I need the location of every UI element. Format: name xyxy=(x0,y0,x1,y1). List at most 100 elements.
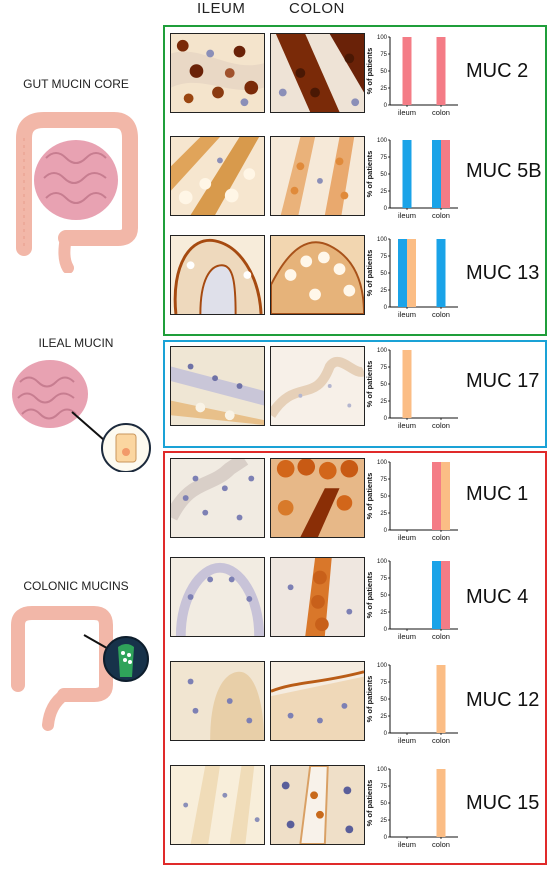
y-tick-label: 100 xyxy=(377,35,388,41)
ileum-column-header: ILEUM xyxy=(197,0,246,17)
y-tick-label: 50 xyxy=(380,271,387,277)
y-axis-label: % of patients xyxy=(365,361,374,408)
muc-label: MUC 5B xyxy=(466,160,542,182)
x-tick-label: colon xyxy=(432,108,450,117)
y-tick-label: 25 xyxy=(380,818,387,824)
micrograph-muc1-ileum xyxy=(170,458,265,538)
y-tick-label: 75 xyxy=(380,680,387,686)
section-label-core: GUT MUCIN CORE xyxy=(23,77,129,91)
bar xyxy=(436,239,446,307)
bar xyxy=(432,140,441,208)
section-label-ileal: ILEAL MUCIN xyxy=(38,336,114,350)
muc-label: MUC 1 xyxy=(466,483,529,505)
x-tick-label: colon xyxy=(432,310,450,319)
y-tick-label: 0 xyxy=(384,835,388,841)
y-tick-label: 25 xyxy=(380,714,387,720)
x-tick-label: colon xyxy=(432,840,450,849)
y-tick-label: 0 xyxy=(384,731,388,737)
x-tick-label: colon xyxy=(432,211,450,220)
x-tick-label: ileum xyxy=(398,211,416,220)
x-tick-label: colon xyxy=(432,533,450,542)
x-tick-label: ileum xyxy=(398,421,416,430)
bar xyxy=(441,140,450,208)
micrograph-muc13-ileum xyxy=(170,235,265,315)
bar xyxy=(407,239,416,307)
y-tick-label: 75 xyxy=(380,576,387,582)
x-tick-label: ileum xyxy=(398,632,416,641)
colonic-mucins-box xyxy=(163,451,547,865)
y-axis-label: % of patients xyxy=(365,48,374,95)
gut-mucin-core-box xyxy=(163,25,547,336)
bar xyxy=(402,350,412,418)
bar xyxy=(402,140,412,208)
y-tick-label: 100 xyxy=(377,559,388,565)
y-axis-label: % of patients xyxy=(365,572,374,619)
y-tick-label: 75 xyxy=(380,52,387,58)
y-tick-label: 100 xyxy=(377,138,388,144)
y-axis-label: % of patients xyxy=(365,473,374,520)
bar xyxy=(441,462,450,530)
x-tick-label: ileum xyxy=(398,310,416,319)
ileal-mucin-box xyxy=(163,340,547,448)
y-tick-label: 50 xyxy=(380,69,387,75)
y-tick-label: 75 xyxy=(380,155,387,161)
y-tick-label: 0 xyxy=(384,627,388,633)
y-tick-label: 100 xyxy=(377,663,388,669)
y-tick-label: 75 xyxy=(380,365,387,371)
y-axis-label: % of patients xyxy=(365,151,374,198)
ileum-illustration xyxy=(6,352,156,473)
muc-label: MUC 13 xyxy=(466,262,540,284)
bar xyxy=(436,769,446,837)
x-tick-label: ileum xyxy=(398,736,416,745)
muc-label: MUC 17 xyxy=(466,370,540,392)
micrograph-muc5b-ileum xyxy=(170,136,265,216)
y-tick-label: 0 xyxy=(384,305,388,311)
y-tick-label: 50 xyxy=(380,172,387,178)
x-tick-label: colon xyxy=(432,736,450,745)
section-label-colonic: COLONIC MUCINS xyxy=(23,579,129,593)
x-tick-label: ileum xyxy=(398,533,416,542)
bar xyxy=(398,239,407,307)
micrograph-muc1-colon xyxy=(270,458,365,538)
bar xyxy=(436,37,446,105)
colon-column-header: COLON xyxy=(289,0,345,17)
micrograph-muc15-colon xyxy=(270,765,365,845)
muc-label: MUC 15 xyxy=(466,792,540,814)
y-axis-label: % of patients xyxy=(365,676,374,723)
micrograph-muc12-colon xyxy=(270,661,365,741)
y-tick-label: 100 xyxy=(377,460,388,466)
chart-muc5b: % of patients 0 25 50 75 100 ileum colon xyxy=(365,136,460,226)
y-tick-label: 25 xyxy=(380,399,387,405)
y-tick-label: 0 xyxy=(384,206,388,212)
x-tick-label: colon xyxy=(432,421,450,430)
y-tick-label: 100 xyxy=(377,348,388,354)
bar xyxy=(402,37,412,105)
micrograph-muc2-colon xyxy=(270,33,365,113)
micrograph-muc15-ileum xyxy=(170,765,265,845)
bar xyxy=(432,462,441,530)
y-tick-label: 25 xyxy=(380,189,387,195)
y-tick-label: 50 xyxy=(380,494,387,500)
muc-label: MUC 12 xyxy=(466,689,540,711)
y-tick-label: 75 xyxy=(380,477,387,483)
x-tick-label: ileum xyxy=(398,840,416,849)
micrograph-muc5b-colon xyxy=(270,136,365,216)
y-tick-label: 25 xyxy=(380,511,387,517)
y-tick-label: 25 xyxy=(380,288,387,294)
y-tick-label: 75 xyxy=(380,784,387,790)
micrograph-muc17-ileum xyxy=(170,346,265,426)
x-tick-label: colon xyxy=(432,632,450,641)
y-axis-label: % of patients xyxy=(365,250,374,297)
y-tick-label: 50 xyxy=(380,801,387,807)
bar xyxy=(432,561,441,629)
